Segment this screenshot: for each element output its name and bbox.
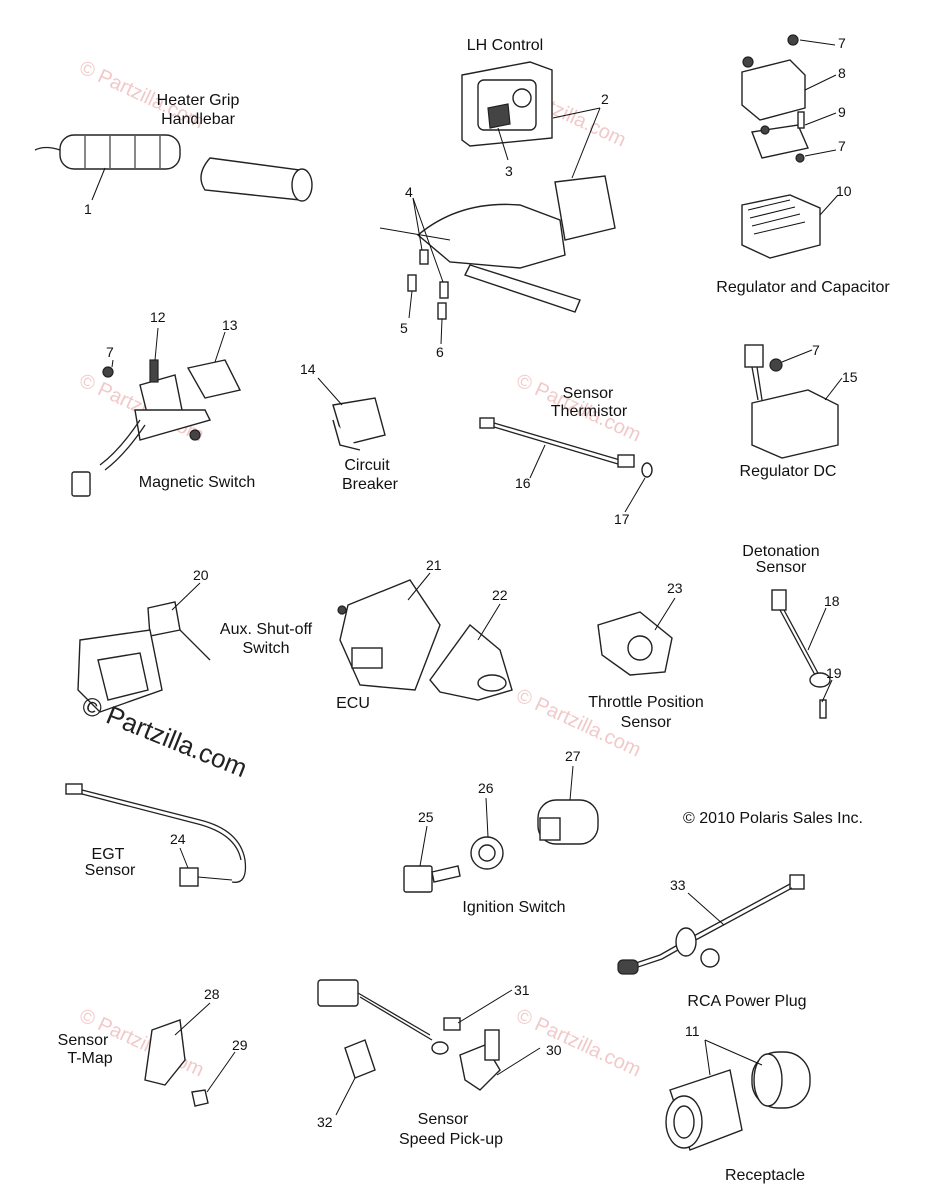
detonation-sensor-label-2: Sensor [756,559,807,576]
callout-29: 29 [232,1037,248,1053]
callout-7b: 7 [838,138,846,154]
callout-18: 18 [824,593,840,609]
callout-10: 10 [836,183,852,199]
circuit-breaker-label-2: Breaker [342,476,399,493]
sensor-thermistor-label-2: Thermistor [551,403,628,420]
throttle-position-label-2: Sensor [621,714,672,731]
callout-7d: 7 [812,342,820,358]
callout-22: 22 [492,587,508,603]
sensor-tmap-label-2: T-Map [67,1050,112,1067]
sensor-tmap-part [144,1002,236,1107]
callout-27: 27 [565,748,581,764]
sensor-speed-label-1: Sensor [418,1111,469,1128]
callout-21: 21 [426,557,442,573]
ignition-switch-part [403,765,599,893]
regulator-capacitor-label: Regulator and Capacitor [716,279,890,296]
callout-24: 24 [170,831,186,847]
sensor-thermistor-label-1: Sensor [563,385,614,402]
callout-33: 33 [670,877,686,893]
callout-20: 20 [193,567,209,583]
ecu-part [337,572,513,701]
callout-12: 12 [150,309,166,325]
circuit-breaker-part [317,377,386,451]
aux-shutoff-switch-part [77,582,211,713]
heater-grip-label-2: Handlebar [161,111,236,128]
egt-sensor-part [65,783,247,887]
watermark-faint: © Partzilla.com [513,1005,644,1082]
callout-11: 11 [685,1023,700,1039]
lh-control-part [379,61,616,345]
sensor-tmap-label-1: Sensor [58,1032,109,1049]
rca-power-plug-part [617,874,805,975]
circuit-breaker-label-1: Circuit [344,457,390,474]
callout-16: 16 [515,475,531,491]
callout-2: 2 [601,91,609,107]
callout-19: 19 [826,665,842,681]
callout-31: 31 [514,982,530,998]
receptacle-label: Receptacle [725,1167,805,1184]
callout-25: 25 [418,809,434,825]
callout-32: 32 [317,1114,333,1130]
callout-3: 3 [505,163,513,179]
callout-8: 8 [838,65,846,81]
callout-23: 23 [667,580,683,596]
throttle-position-label-1: Throttle Position [588,694,704,711]
callout-4: 4 [405,184,413,200]
ecu-label: ECU [336,695,370,712]
watermarks-faint: © Partzilla.com © Partzilla.com © Partzi… [76,57,644,1082]
receptacle-part [665,1039,811,1151]
detonation-sensor-label-1: Detonation [742,543,819,560]
heater-grip-label-1: Heater Grip [157,92,240,109]
callout-5: 5 [400,320,408,336]
callout-1: 1 [84,201,92,217]
regulator-dc-label: Regulator DC [740,463,837,480]
copyright-note: © 2010 Polaris Sales Inc. [683,810,863,827]
callout-30: 30 [546,1042,562,1058]
magnetic-switch-part [71,327,242,497]
callout-7a: 7 [838,35,846,51]
sensor-thermistor-part [479,417,653,513]
regulator-capacitor-part [741,34,839,259]
rca-power-plug-label: RCA Power Plug [687,993,806,1010]
egt-sensor-label-2: Sensor [85,862,136,879]
callout-14: 14 [300,361,316,377]
heater-grip-part [34,134,313,202]
detonation-sensor-part [771,589,833,719]
callout-9: 9 [838,104,846,120]
magnetic-switch-label: Magnetic Switch [139,474,256,491]
watermark-main: © Partzilla.com [78,690,252,783]
callout-28: 28 [204,986,220,1002]
callout-17: 17 [614,511,630,527]
throttle-position-sensor-part [597,597,676,676]
sensor-speed-label-2: Speed Pick-up [399,1131,503,1148]
egt-sensor-label-1: EGT [92,846,125,863]
regulator-dc-part [744,344,843,459]
sensor-speed-pickup-part [317,979,541,1116]
callout-15: 15 [842,369,858,385]
aux-shutoff-label-2: Switch [242,640,289,657]
callout-7c: 7 [106,344,114,360]
ignition-switch-label: Ignition Switch [462,899,565,916]
callout-6: 6 [436,344,444,360]
lh-control-label: LH Control [467,37,543,54]
callout-13: 13 [222,317,238,333]
callout-26: 26 [478,780,494,796]
aux-shutoff-label-1: Aux. Shut-off [220,621,313,638]
